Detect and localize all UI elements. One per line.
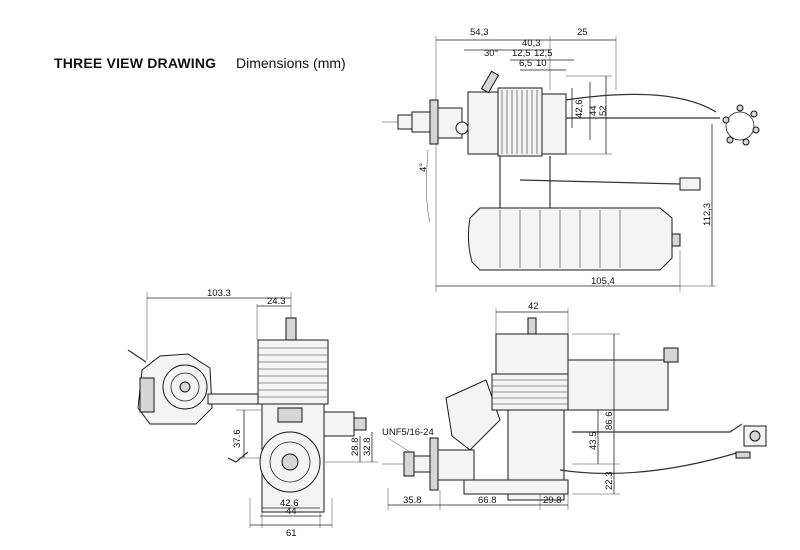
dim-44-top: 44: [588, 105, 599, 116]
side-view-engine: [227, 317, 367, 513]
dim-24-3: 24.3: [267, 296, 286, 307]
top-view-ignition-plug: [722, 104, 760, 146]
front-view-dimension-labels: 42 UNF5/16-24 43.5 86.6 22.3 35.8 66.8 2…: [382, 301, 615, 506]
top-view: 54,3 25 40,3 30° 12,5 12,5 6,5 10 42,6 4…: [382, 27, 760, 292]
dim-30-deg: 30°: [484, 48, 499, 59]
dim-25: 25: [577, 27, 588, 38]
side-view-dimension-lines: [146, 292, 378, 528]
front-view-dimension-lines: [387, 308, 620, 510]
dim-66-8: 66.8: [478, 495, 497, 506]
dim-29-8: 29.8: [543, 495, 562, 506]
front-view-engine: [382, 317, 767, 501]
dim-10: 10: [536, 58, 547, 69]
dim-22-3: 22.3: [604, 472, 615, 491]
dim-12-5-a: 12,5: [512, 48, 531, 59]
dim-103-3: 103.3: [207, 288, 231, 299]
drawing-title: THREE VIEW DRAWING: [54, 55, 217, 71]
dim-35-8: 35.8: [403, 495, 422, 506]
top-view-dimension-labels: 54,3 25 40,3 30° 12,5 12,5 6,5 10 42,6 4…: [418, 27, 713, 287]
dim-42-6-side: 42.6: [280, 498, 299, 509]
front-view: 42 UNF5/16-24 43.5 86.6 22.3 35.8 66.8 2…: [382, 301, 767, 510]
dim-28-8: 28.8: [350, 438, 361, 457]
side-view-muffler: [127, 349, 259, 425]
top-view-dimension-lines: [426, 36, 716, 292]
front-view-fins: [492, 379, 572, 405]
side-view-fins: [258, 347, 328, 398]
side-view: 103.3 24.3 37.6 28.8 32.8 42.6 44 61: [127, 288, 378, 539]
thread-spec-label: UNF5/16-24: [382, 427, 434, 438]
dim-12-5-b: 12,5: [534, 48, 553, 59]
side-view-dimension-labels: 103.3 24.3 37.6 28.8 32.8 42.6 44 61: [207, 288, 373, 539]
dim-112-3: 112,3: [702, 203, 713, 226]
dim-52: 52: [598, 105, 609, 116]
drawing-subtitle: Dimensions (mm): [236, 55, 346, 71]
dim-6-5: 6,5: [519, 58, 532, 69]
dim-40-3: 40,3: [522, 38, 541, 49]
dim-86-6: 86.6: [604, 412, 615, 431]
dim-43-5: 43.5: [588, 432, 599, 451]
dim-54-3: 54,3: [470, 27, 489, 38]
dim-42-6-top: 42,6: [574, 100, 585, 119]
dim-32-8: 32.8: [362, 438, 373, 457]
top-view-muffler: [467, 207, 681, 271]
front-view-ignition-plug: [735, 425, 767, 459]
dim-42: 42: [528, 301, 539, 312]
dim-37-6: 37.6: [232, 430, 243, 449]
dim-105-4: 105,4: [591, 276, 615, 287]
dim-61: 61: [286, 528, 297, 539]
dim-4-deg: 4°: [418, 163, 429, 172]
dim-44-side: 44: [286, 506, 297, 517]
top-view-engine: [382, 70, 760, 210]
top-view-fins: [501, 90, 538, 154]
